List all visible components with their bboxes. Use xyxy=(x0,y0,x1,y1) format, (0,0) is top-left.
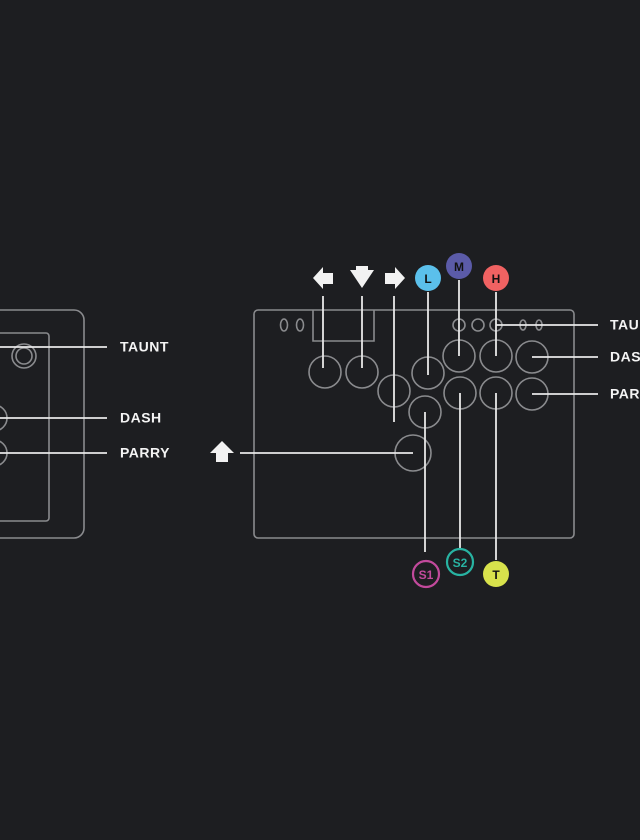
throw-badge-text: T xyxy=(492,568,500,582)
left-taunt-button xyxy=(11,343,37,369)
throw-badge: T xyxy=(483,561,509,587)
medium-badge-text: M xyxy=(454,260,464,274)
left-dash-label: DASH xyxy=(120,410,162,426)
left-taunt-label: TAUNT xyxy=(120,339,169,355)
left-arrow-icon xyxy=(313,267,333,289)
small-button xyxy=(295,318,305,332)
right-parry-label: PARRY xyxy=(610,386,640,402)
medium-badge: M xyxy=(446,253,472,279)
screen-bezel xyxy=(312,310,375,342)
left-taunt-button-inner xyxy=(15,347,33,365)
special2-badge: S2 xyxy=(445,547,475,577)
left-button xyxy=(308,355,342,389)
left-device-body xyxy=(0,309,85,539)
right-device: TAUNT DASH PARRY xyxy=(240,280,640,560)
special1-badge-text: S1 xyxy=(419,568,434,582)
right-taunt-label: TAUNT xyxy=(610,317,640,333)
down-arrow-icon xyxy=(350,266,374,288)
heavy-badge-text: H xyxy=(492,272,501,286)
up-arrow-icon xyxy=(210,441,234,462)
left-parry-label: PARRY xyxy=(120,445,170,461)
special2-badge-text: S2 xyxy=(453,556,468,570)
right-dash-label: DASH xyxy=(610,349,640,365)
right-arrow-icon xyxy=(385,267,405,289)
left-device: TAUNT DASH PARRY xyxy=(0,309,170,539)
heavy-badge: H xyxy=(483,265,509,291)
special1-badge: S1 xyxy=(411,559,441,589)
right-device-body xyxy=(253,309,575,539)
small-button xyxy=(279,318,289,332)
light-badge: L xyxy=(415,265,441,291)
function-button xyxy=(471,318,485,332)
left-device-panel xyxy=(0,332,50,522)
light-badge-text: L xyxy=(424,272,431,286)
